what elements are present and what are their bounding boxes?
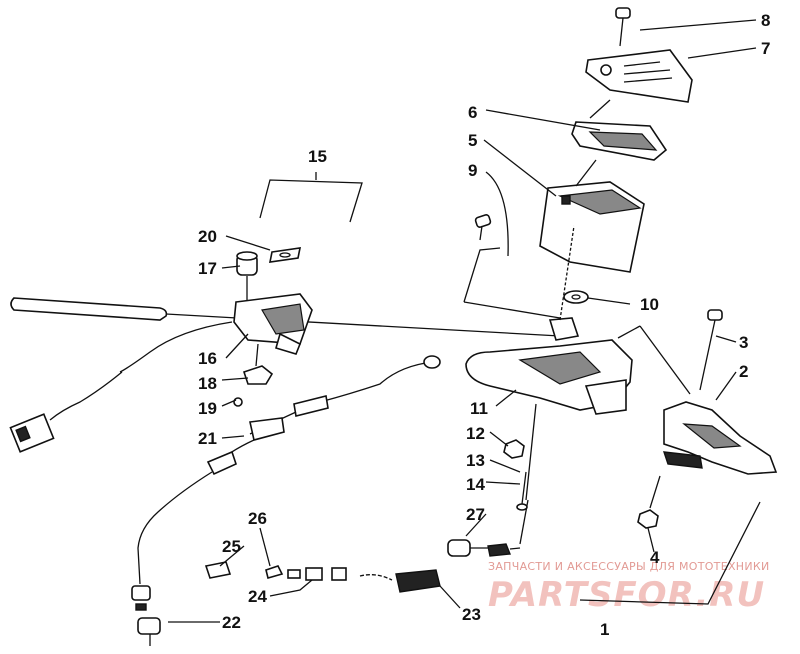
callout-1: 1 bbox=[600, 620, 609, 639]
callout-27: 27 bbox=[466, 505, 485, 524]
cable-end-parts bbox=[204, 561, 441, 593]
watermark: ЗАПЧАСТИ И АКСЕССУАРЫ ДЛЯ МОТОТЕХНИКИ PA… bbox=[488, 560, 770, 615]
cable-ferrule bbox=[137, 617, 161, 646]
brake-light-switch bbox=[447, 539, 521, 557]
lever-bolt bbox=[699, 309, 723, 391]
callout-18: 18 bbox=[198, 374, 217, 393]
switch-gasket bbox=[268, 247, 302, 263]
switch-screw bbox=[233, 397, 243, 407]
lever-lock-nut bbox=[637, 475, 661, 529]
assembly-group-line bbox=[579, 501, 761, 605]
callout-10: 10 bbox=[640, 295, 659, 314]
callout-labels: 1 2 3 4 5 6 7 8 9 10 11 12 13 14 15 16 1… bbox=[198, 11, 770, 639]
leader-lines bbox=[168, 19, 757, 623]
callout-4: 4 bbox=[650, 548, 660, 567]
callout-9: 9 bbox=[468, 161, 477, 180]
lever-nut bbox=[503, 439, 525, 459]
assembly-guide-lines bbox=[463, 99, 691, 545]
master-cylinder-body bbox=[423, 225, 633, 415]
callout-15: 15 bbox=[308, 147, 327, 166]
callout-22: 22 bbox=[222, 613, 241, 632]
watermark-brand: PARTSFOR.RU bbox=[488, 575, 765, 615]
reservoir-gasket bbox=[571, 121, 668, 161]
callout-5: 5 bbox=[468, 131, 477, 150]
sealing-washer bbox=[563, 290, 589, 304]
callout-16: 16 bbox=[198, 349, 217, 368]
callout-11: 11 bbox=[470, 399, 488, 418]
callout-2: 2 bbox=[739, 362, 748, 381]
lever-pivot-bolt bbox=[516, 471, 528, 511]
switch-assembly-bracket bbox=[259, 172, 363, 223]
callout-17: 17 bbox=[198, 259, 217, 278]
reservoir-cover bbox=[585, 49, 693, 103]
reservoir-cover-screw bbox=[615, 7, 631, 47]
callout-24: 24 bbox=[248, 587, 267, 606]
callout-6: 6 bbox=[468, 103, 477, 122]
master-cylinder-screw bbox=[474, 214, 492, 241]
throttle-cable bbox=[131, 361, 433, 611]
callout-23: 23 bbox=[462, 605, 481, 624]
callout-19: 19 bbox=[198, 399, 217, 418]
switch-knob bbox=[236, 251, 258, 300]
callout-14: 14 bbox=[466, 475, 485, 494]
callout-25: 25 bbox=[222, 537, 241, 556]
callout-20: 20 bbox=[198, 227, 217, 246]
switch-wiring-harness bbox=[9, 321, 233, 453]
callout-13: 13 bbox=[466, 451, 485, 470]
callout-21: 21 bbox=[198, 429, 217, 448]
handlebar-tube bbox=[10, 297, 561, 337]
switch-housing bbox=[233, 293, 313, 355]
watermark-tagline: ЗАПЧАСТИ И АКСЕССУАРЫ ДЛЯ МОТОТЕХНИКИ bbox=[488, 560, 770, 573]
callout-26: 26 bbox=[248, 509, 267, 528]
switch-clip bbox=[242, 343, 274, 385]
brake-reservoir bbox=[539, 181, 645, 273]
callout-12: 12 bbox=[466, 424, 485, 443]
callout-8: 8 bbox=[761, 11, 770, 30]
callout-3: 3 bbox=[739, 333, 748, 352]
brake-lever bbox=[662, 401, 778, 475]
callout-7: 7 bbox=[761, 39, 770, 58]
